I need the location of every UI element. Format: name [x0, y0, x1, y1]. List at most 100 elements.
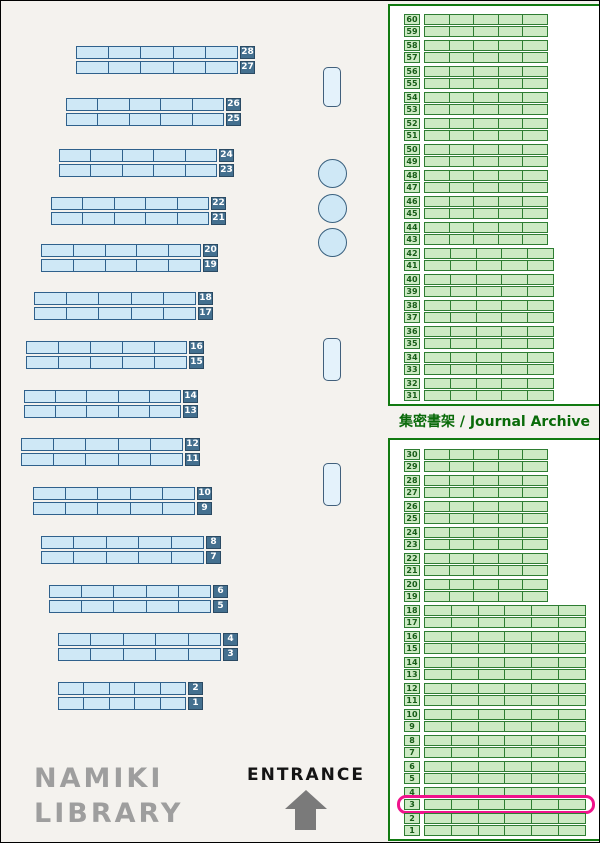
archive-shelf-row	[424, 527, 548, 538]
shelf-cell	[523, 27, 547, 36]
shelf-cell	[474, 27, 499, 36]
shelf-cell	[163, 503, 194, 514]
shelf-cell	[156, 649, 189, 660]
shelf-cell	[451, 301, 477, 310]
shelf-cell	[107, 552, 140, 563]
shelf-number-badge: 1	[188, 697, 203, 710]
shelf-cell	[87, 391, 119, 402]
shelf-cell	[450, 554, 475, 563]
shelf-cell	[83, 198, 115, 209]
shelf-cell	[146, 198, 178, 209]
shelf-cell	[559, 632, 585, 641]
shelf-row	[66, 113, 224, 126]
shelf-cell	[528, 287, 553, 296]
shelf-cell	[42, 245, 74, 256]
shelf-row	[76, 46, 238, 59]
shelf-cell	[54, 454, 87, 465]
shelf-cell	[161, 114, 193, 125]
shelf-cell	[82, 586, 115, 597]
shelf-cell	[559, 800, 585, 809]
shelf-cell	[505, 774, 533, 783]
shelf-cell	[532, 722, 560, 731]
shelf-cell	[59, 342, 91, 353]
shelf-cell	[474, 15, 499, 24]
shelf-cell	[98, 99, 130, 110]
shelf-cell	[505, 632, 533, 641]
shelf-cell	[425, 528, 450, 537]
shelf-cell	[477, 313, 503, 322]
archive-shelf-row	[424, 14, 548, 25]
shelf-cell	[174, 62, 206, 73]
shelf-cell	[139, 537, 172, 548]
shelf-cell	[425, 644, 452, 653]
shelf-cell	[35, 308, 68, 319]
shelf-cell	[91, 357, 123, 368]
shelf-cell	[474, 93, 499, 102]
shelf-cell	[499, 566, 524, 575]
archive-shelf-row	[424, 144, 548, 155]
shelf-cell	[559, 710, 585, 719]
shelf-cell	[452, 606, 479, 615]
shelf-cell	[42, 260, 74, 271]
shelf-number-badge: 12	[185, 438, 200, 451]
archive-row-badge: 54	[404, 92, 420, 103]
shelf-cell	[141, 47, 174, 58]
shelf-cell	[452, 762, 479, 771]
shelf-cell	[115, 198, 147, 209]
archive-row-badge: 46	[404, 196, 420, 207]
shelf-cell	[56, 406, 88, 417]
archive-shelf-row	[424, 390, 554, 401]
shelf-cell	[505, 722, 533, 731]
shelf-cell	[82, 601, 115, 612]
shelf-cell	[523, 67, 547, 76]
shelf-cell	[523, 41, 547, 50]
shelf-row	[58, 697, 186, 710]
shelf-cell	[123, 342, 155, 353]
shelf-cell	[425, 788, 452, 797]
shelf-cell	[499, 209, 524, 218]
shelf-cell	[164, 308, 195, 319]
shelf-cell	[66, 503, 99, 514]
shelf-cell	[499, 27, 524, 36]
shelf-cell	[452, 800, 479, 809]
shelf-cell	[502, 261, 529, 270]
shelf-cell	[119, 391, 150, 402]
shelf-cell	[137, 260, 170, 271]
shelf-cell	[523, 209, 547, 218]
shelf-cell	[523, 462, 547, 471]
shelf-cell	[499, 592, 524, 601]
shelf-cell	[559, 696, 585, 705]
shelf-cell	[523, 476, 547, 485]
shelf-row	[66, 98, 224, 111]
archive-shelf-row	[424, 156, 548, 167]
shelf-cell	[523, 145, 547, 154]
shelf-cell	[523, 171, 547, 180]
shelf-cell	[174, 47, 206, 58]
shelf-cell	[477, 275, 503, 284]
shelf-number-badge: 2	[188, 682, 203, 695]
shelf-cell	[452, 748, 479, 757]
shelf-cell	[119, 439, 151, 450]
shelf-cell	[474, 41, 499, 50]
shelf-cell	[450, 566, 475, 575]
arrow-head	[285, 790, 327, 809]
shelf-cell	[27, 357, 59, 368]
shelf-cell	[74, 245, 106, 256]
shelf-number-badge: 3	[223, 648, 238, 661]
round-table-2	[318, 194, 347, 223]
archive-row-badge: 31	[404, 390, 420, 401]
archive-shelf-row	[424, 364, 554, 375]
archive-row-badge: 14	[404, 657, 420, 668]
shelf-cell	[505, 644, 533, 653]
shelf-cell	[425, 391, 451, 400]
shelf-cell	[131, 488, 163, 499]
archive-row-badge: 57	[404, 52, 420, 63]
shelf-cell	[523, 223, 547, 232]
archive-row-badge: 56	[404, 66, 420, 77]
shelf-cell	[477, 391, 503, 400]
shelf-cell	[130, 114, 162, 125]
shelf-number-badge: 14	[183, 390, 198, 403]
shelf-cell	[477, 327, 503, 336]
shelf-cell	[137, 245, 170, 256]
shelf-cell	[450, 502, 475, 511]
